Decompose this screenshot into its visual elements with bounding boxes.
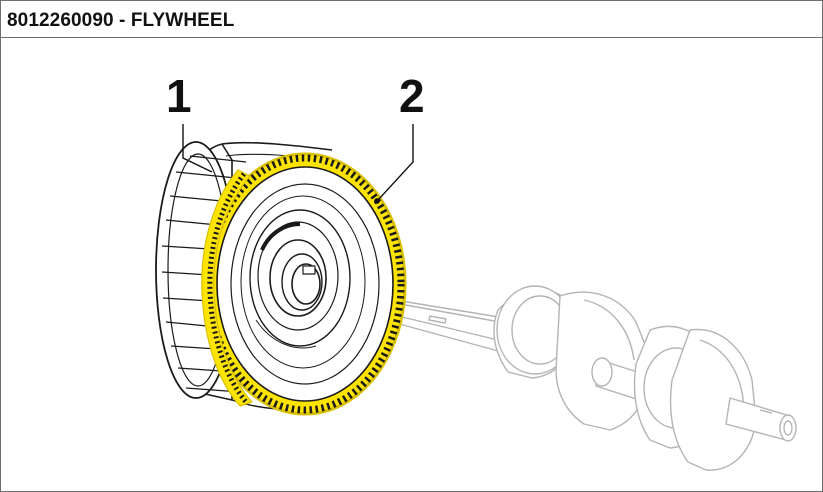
leader-lines: [182, 124, 414, 204]
crankshaft-drawing: [388, 285, 797, 471]
flywheel-face: [230, 183, 380, 385]
callout-number-1: 1: [166, 70, 192, 122]
leader-line-2: [377, 124, 414, 201]
leader-dot-2: [374, 198, 380, 204]
leader-line-1: [182, 124, 213, 173]
header-bar: 8012260090 - FLYWHEEL: [1, 1, 822, 38]
flywheel-drawing: [155, 141, 407, 416]
page-title: 8012260090 - FLYWHEEL: [7, 10, 235, 31]
callout-number-2: 2: [399, 70, 425, 122]
